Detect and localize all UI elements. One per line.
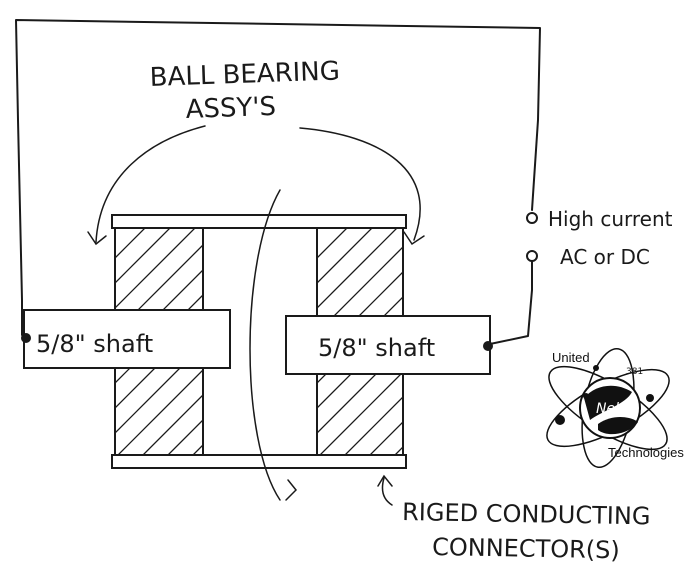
circuit-wire-return bbox=[489, 261, 533, 345]
bearing-label-line2: ASSY'S bbox=[185, 92, 276, 125]
bearing-arrow-left-head bbox=[87, 231, 107, 246]
bearing-arrow-right bbox=[299, 127, 421, 241]
circuit-wire bbox=[15, 19, 541, 336]
connector-arrow-head bbox=[285, 479, 298, 501]
left-shaft bbox=[23, 309, 231, 369]
logo-word-bottom: Technologies bbox=[608, 445, 684, 460]
logo-word-top: United bbox=[552, 350, 590, 365]
connector-label-arrow bbox=[381, 477, 393, 506]
left-shaft-contact bbox=[21, 333, 31, 343]
terminal-top bbox=[526, 212, 538, 224]
connector-label-line2: CONNECTOR(S) bbox=[432, 533, 620, 564]
bearing-arrow-right-head bbox=[403, 231, 425, 246]
right-shaft-contact bbox=[483, 341, 493, 351]
right-shaft bbox=[285, 315, 491, 375]
left-shaft-label: 5/8" shaft bbox=[36, 330, 153, 358]
connector-label-line1: RIGED CONDUCTING bbox=[402, 498, 651, 530]
terminal-bottom bbox=[526, 250, 538, 262]
source-label-line2: AC or DC bbox=[560, 245, 650, 269]
logo-emblem-small: 381 bbox=[626, 367, 643, 377]
bearing-arrow-left bbox=[95, 125, 206, 243]
bearing-label-line1: BALL BEARING bbox=[149, 56, 340, 93]
logo-emblem-text: Neko bbox=[596, 401, 632, 417]
bottom-connector-plate bbox=[111, 454, 407, 469]
united-technologies-logo: Neko 381 United Technologies bbox=[546, 348, 684, 468]
top-connector-plate bbox=[111, 214, 407, 229]
connector-label-arrow-head bbox=[377, 474, 393, 487]
source-label-line1: High current bbox=[548, 207, 673, 231]
right-shaft-label: 5/8" shaft bbox=[318, 334, 435, 362]
connector-arrow bbox=[249, 189, 281, 501]
